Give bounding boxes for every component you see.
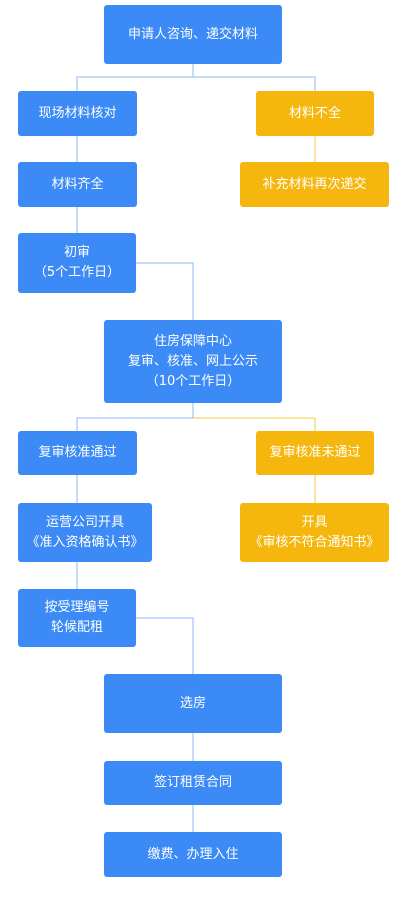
connector-center-pass [76,417,193,431]
step-label-line: 住房保障中心 [153,333,232,349]
step-materials-complete: 材料齐全 [18,162,137,207]
step-label-line: 初审 [63,245,90,260]
step-label-line: 补充材料再次递交 [262,176,367,192]
step-label-line: 开具 [301,514,328,530]
step-review-passed: 复审核准通过 [18,431,137,475]
step-label-line: 签订租赁合同 [153,775,232,790]
connector-first-review-center [136,262,194,320]
connector-apply-branch [76,76,316,91]
step-label-line: 缴费、办理入住 [147,846,239,862]
step-label-line: 材料不全 [288,105,341,121]
step-pay-and-move-in: 缴费、办理入住 [104,832,282,877]
step-label-line: 复审核准未通过 [269,445,361,460]
step-label-line: 选房 [179,695,206,711]
step-first-review: 初审 （5个工作日） [18,233,136,293]
step-choose-housing: 选房 [104,674,282,733]
step-review-failed: 复审核准未通过 [256,431,374,475]
step-queue-allocation: 按受理编号轮候配租 [18,589,136,647]
connector-center-fail [193,417,316,431]
step-label-line: 《准入资格确认书》 [26,534,144,550]
step-issue-rejection-notice: 开具《审核不符合通知书》 [240,503,389,562]
step-label-line: 现场材料核对 [38,105,117,121]
step-label-line: 申请人咨询、递交材料 [127,26,258,42]
step-housing-center-review: 住房保障中心复审、核准、网上公示 （10个工作日） [104,320,282,403]
step-issue-qualification-certificate: 运营公司开具《准入资格确认书》 [18,503,152,562]
step-materials-incomplete: 材料不全 [256,91,374,136]
step-apply: 申请人咨询、递交材料 [104,5,282,64]
step-label-line: 运营公司开具 [45,514,124,530]
step-material-check: 现场材料核对 [18,91,137,136]
step-label-line: 《审核不符合通知书》 [249,534,380,550]
step-label-line: 按受理编号 [44,600,110,615]
step-label-line: 轮候配租 [50,620,103,635]
step-label-line: （5个工作日） [33,265,121,280]
step-label-line: 复审核准通过 [38,445,117,460]
step-sign-lease: 签订租赁合同 [104,761,282,805]
step-label-line: （10个工作日） [145,373,241,389]
step-label-line: 复审、核准、网上公示 [127,353,258,369]
connector-queue-choose [136,617,194,674]
step-label-line: 材料齐全 [51,176,104,192]
step-resubmit: 补充材料再次递交 [240,162,389,207]
